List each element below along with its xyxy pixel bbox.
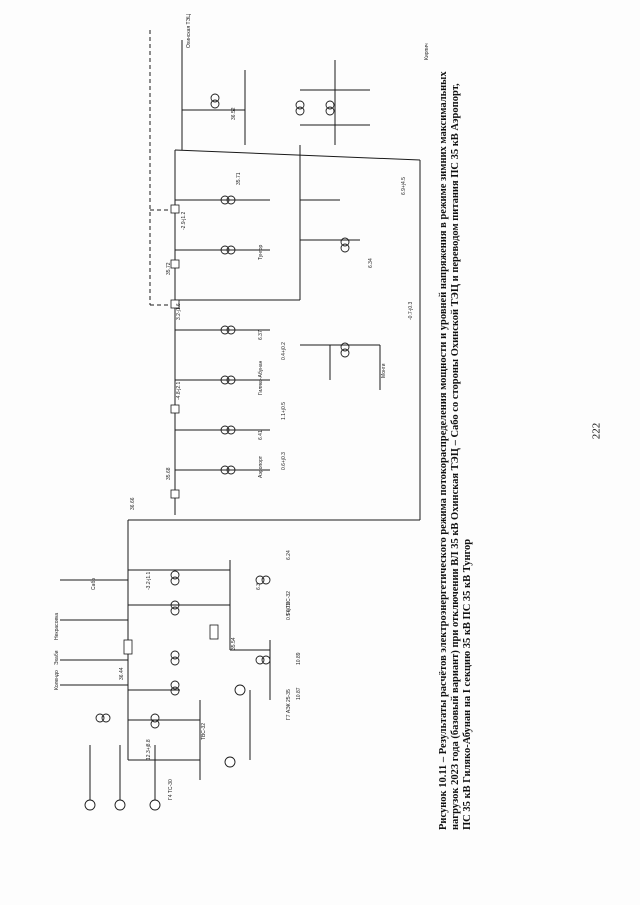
bus-label-mongi: Монги <box>381 363 387 378</box>
generator-label-g6: Г6 ТВС-32 <box>286 591 292 615</box>
voltage-value: 36.66 <box>130 497 136 510</box>
voltage-value: 36.52 <box>231 107 237 120</box>
flow-value: 12.3+j8.8 <box>146 739 152 760</box>
bus-label-nekrasovka: Некрасовка <box>54 613 60 640</box>
bus-label-ohinsk-tec: Охинская ТЭЦ <box>186 14 192 48</box>
page-number: 222 <box>590 422 603 440</box>
bus-label-eh-abi: Эхаби <box>54 650 60 665</box>
flow-value: 0.4+j0.2 <box>281 342 287 360</box>
generator-label-tvs: ТВС-32 <box>201 723 207 740</box>
voltage-value: 35.68 <box>166 467 172 480</box>
flow-value: -0.7-j0.3 <box>408 301 414 320</box>
bus-label-sabo: Сабо <box>91 578 97 590</box>
bus-label-kolendo: Колендо <box>54 670 60 690</box>
bus-label-gilyako-abunan: Гиляко-Абунан <box>258 360 264 395</box>
breaker-symbols <box>123 204 219 655</box>
voltage-value: 36.44 <box>119 667 125 680</box>
voltage-value: 10.89 <box>296 652 302 665</box>
transformer-symbols <box>95 93 350 729</box>
bus-label-kirpich: Кирпич <box>424 43 430 60</box>
voltage-value: 6.41 <box>258 430 264 440</box>
voltage-value: 6.24 <box>286 550 292 560</box>
voltage-value: 6.34 <box>368 258 374 268</box>
flow-value: -4.8-j2.1 <box>176 381 182 400</box>
voltage-value: 35.71 <box>236 172 242 185</box>
voltage-value: 35.54 <box>231 637 237 650</box>
generator-label-g4: Г4 ТС-30 <box>168 779 174 800</box>
generator-symbols <box>84 684 246 811</box>
voltage-value: 35.72 <box>166 262 172 275</box>
flow-value: 0.6+j0.3 <box>281 452 287 470</box>
top-horizontal <box>174 149 421 161</box>
flow-value: -2.9-j1.2 <box>181 211 187 230</box>
flow-value: -3.2-j1.1 <box>146 571 152 590</box>
flow-value: 0.5+j0.2 <box>286 602 292 620</box>
flow-value: 6.9+j4.5 <box>401 177 407 195</box>
flow-value: 3.2-j1.6 <box>176 303 182 320</box>
flow-value: 1.1+j0.5 <box>281 402 287 420</box>
voltage-value: 10.87 <box>296 687 302 700</box>
bus-label-tungor: Тунгор <box>258 244 264 260</box>
generator-label-g7: Г7 АЭК 25-35 <box>286 689 292 720</box>
figure-caption: Рисунок 10.11 – Результаты расчётов элек… <box>438 71 473 830</box>
voltage-value: 6.3 <box>256 583 262 590</box>
voltage-value: 6.37 <box>258 330 264 340</box>
bus-label-aeroport: Аэропорт <box>258 455 264 478</box>
